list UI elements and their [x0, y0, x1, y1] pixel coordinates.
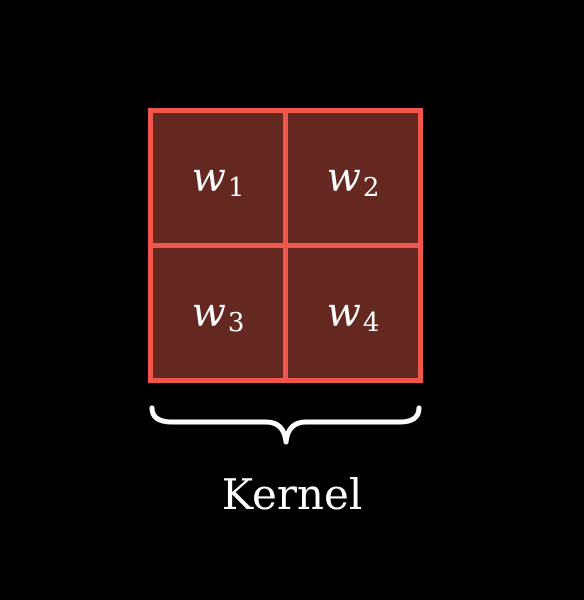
- weight-subscript: 2: [362, 173, 380, 203]
- curly-brace-under-icon: [149, 405, 422, 445]
- weight-variable: w: [191, 155, 226, 201]
- weight-variable: w: [191, 290, 226, 336]
- kernel-label: Kernel: [221, 470, 363, 519]
- weight-variable: w: [326, 155, 361, 201]
- weight-variable: w: [326, 290, 361, 336]
- weight-subscript: 4: [362, 308, 380, 338]
- weight-subscript: 1: [227, 173, 245, 203]
- weight-subscript: 3: [227, 308, 245, 338]
- kernel-frame: [148, 108, 423, 383]
